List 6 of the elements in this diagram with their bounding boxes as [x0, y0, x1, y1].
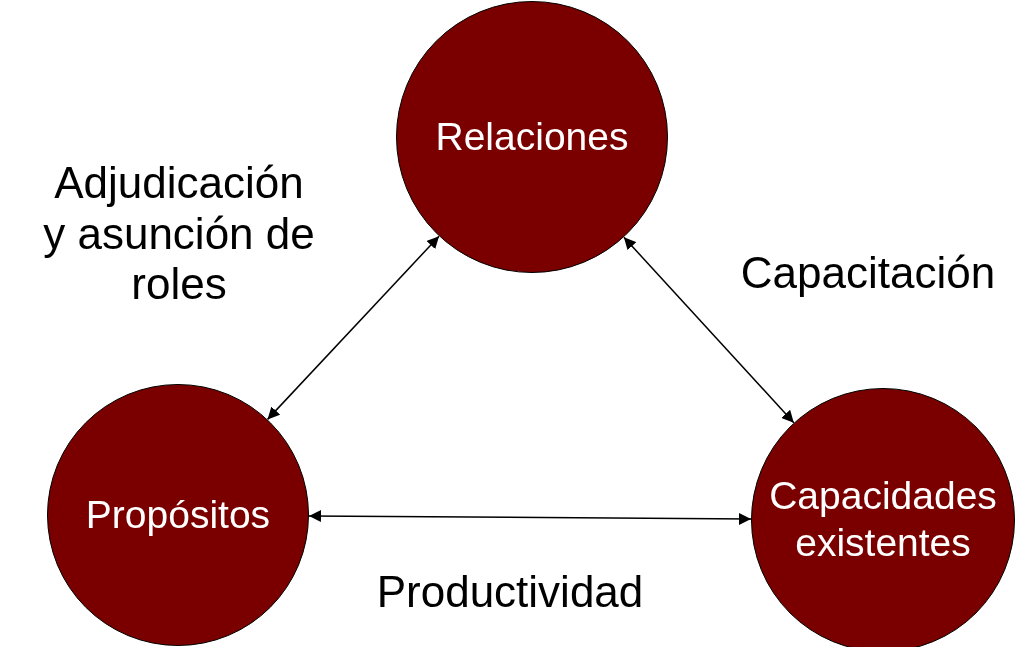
- double-arrow: [308, 510, 752, 525]
- double-arrow: [266, 235, 440, 421]
- node-label: Propósitos: [85, 491, 271, 538]
- node-label: Relaciones: [435, 113, 629, 160]
- double-arrow: [623, 236, 795, 424]
- node-label: Capacidades existentes: [768, 473, 998, 566]
